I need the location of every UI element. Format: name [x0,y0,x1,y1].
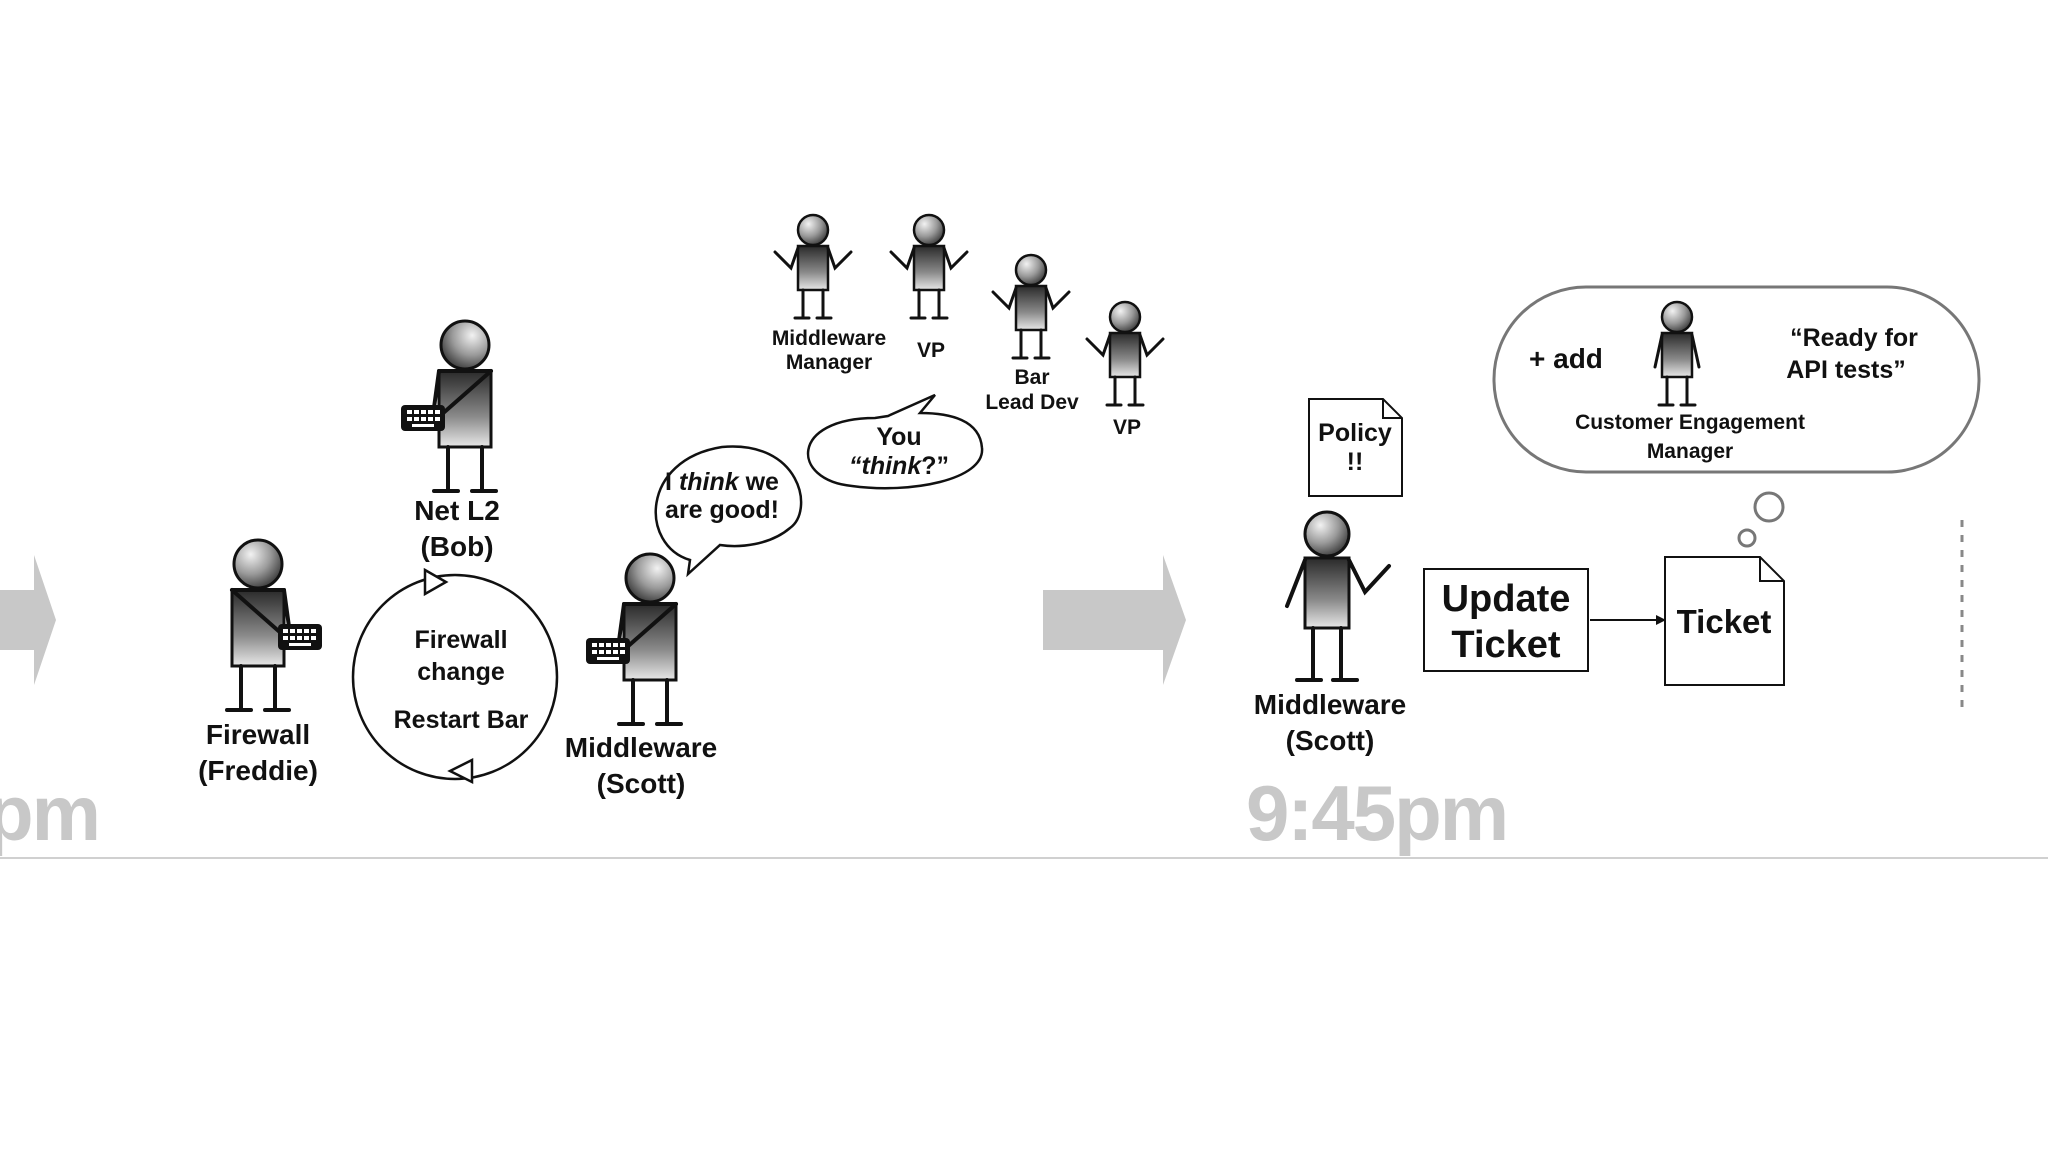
scott-left-name: (Scott) [597,768,686,799]
cycle-text-2: change [417,658,505,686]
vp-figure-2 [1085,300,1165,407]
policy-doc-line1: Policy [1318,419,1392,447]
left-time-label: pm [0,769,99,857]
thought-quote-line2: API tests” [1786,356,1905,384]
scott-figure-right [1285,510,1391,682]
bob-figure [399,319,498,493]
ticket-document [1664,556,1785,686]
cycle-arrow-bottom [447,757,474,785]
cycle-arrow-top [423,567,449,597]
cycle-text-3: Restart Bar [394,706,529,734]
cem-role-line1: Customer Engagement [1575,411,1805,434]
bar-lead-dev-line2: Lead Dev [985,391,1079,414]
middleware-manager-line1: Middleware [772,327,886,350]
middleware-manager-figure [773,213,853,320]
left-timeline-arrow [0,555,56,685]
vp-figure-1 [889,213,969,320]
management-speech-bubble [806,393,984,490]
update-ticket-line2: Ticket [1451,624,1560,666]
bar-lead-dev-figure [991,253,1071,360]
scott-left-role: Middleware [565,732,717,763]
bob-name: (Bob) [420,531,493,562]
thought-add-text: + add [1529,343,1603,374]
middle-timeline-arrow [1043,555,1186,685]
firewall-cycle [351,567,559,785]
policy-document [1308,398,1403,497]
scott-right-name: (Scott) [1286,725,1375,756]
thought-quote-line1: “Ready for [1790,324,1918,352]
vp-label-1: VP [917,339,945,362]
freddie-name: (Freddie) [198,755,318,786]
scott-speech-line1: I think we [665,468,779,496]
thought-dot-small [1737,528,1757,548]
management-speech-line2: “think?” [849,452,949,480]
update-to-ticket-arrow [1590,615,1666,625]
freddie-role: Firewall [206,719,310,750]
scott-speech-line2: are good! [665,496,779,524]
policy-doc-line2: !! [1347,448,1364,476]
thought-bubble [1492,285,1981,548]
cycle-text-1: Firewall [414,626,507,654]
bob-role: Net L2 [414,495,500,526]
middleware-manager-line2: Manager [786,351,872,374]
cem-role-line2: Manager [1647,440,1733,463]
scott-figure-left [584,552,683,726]
update-ticket-line1: Update [1442,578,1571,620]
thought-dot-large [1753,491,1785,523]
scott-right-role: Middleware [1254,689,1406,720]
vp-label-2: VP [1113,416,1141,439]
scott-speech-bubble [654,445,803,578]
ticket-doc-label: Ticket [1677,603,1772,640]
freddie-figure [225,538,324,712]
bar-lead-dev-line1: Bar [1014,366,1049,389]
update-ticket-box [1423,568,1589,672]
right-time-label: 9:45pm [1246,769,1507,857]
management-speech-line1: You [876,423,921,451]
